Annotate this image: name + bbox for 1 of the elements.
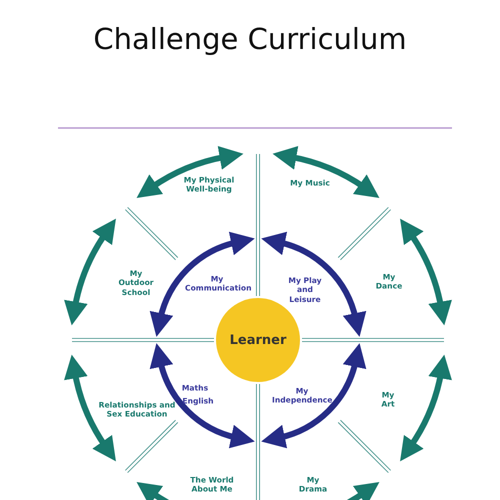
title: Challenge Curriculum xyxy=(92,22,408,56)
